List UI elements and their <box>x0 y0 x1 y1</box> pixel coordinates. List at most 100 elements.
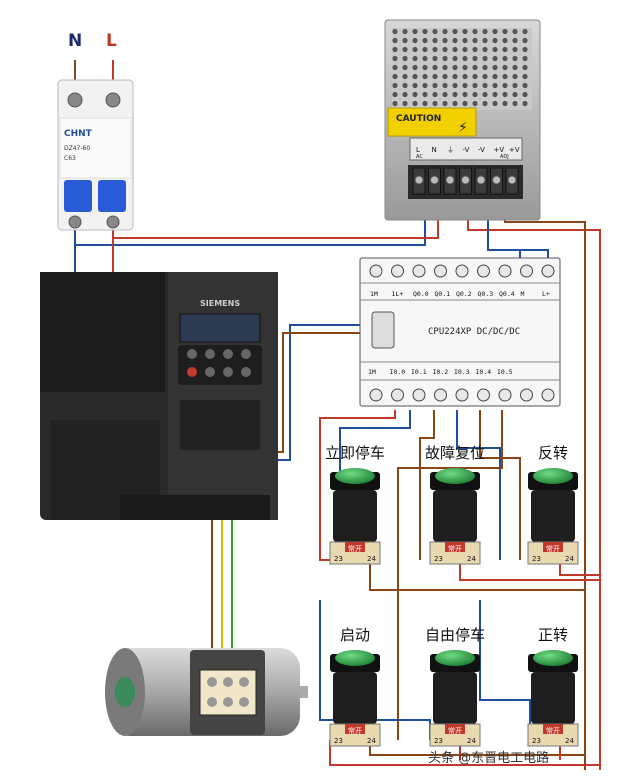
plc-screw-icon <box>434 264 447 278</box>
plc-top-terminal-label: Q0.1 <box>435 290 451 298</box>
terminal-23-label: 23 <box>532 737 541 745</box>
plc-screw-icon <box>455 388 469 402</box>
plc-bottom-terminal-label: I0.1 <box>411 368 427 376</box>
plc-screw-icon <box>455 264 469 278</box>
green-button-cap <box>435 650 475 666</box>
plc-screw-icon <box>541 264 555 278</box>
plc-bottom-terminal-label: I0.0 <box>390 368 406 376</box>
plc-top-terminal-label: Q0.0 <box>413 290 429 298</box>
plc-screw-icon <box>412 264 426 278</box>
psu-ac-label: AC <box>416 154 423 160</box>
contact-type-label: 常开 <box>348 544 362 553</box>
plc-top-terminal-label: 1L+ <box>392 290 404 298</box>
plc-top-terminal-label: L+ <box>542 290 550 298</box>
plc-screw-icon <box>369 388 383 402</box>
screw-icon <box>445 175 455 185</box>
green-button-cap <box>533 468 573 484</box>
line-label: L <box>106 31 117 51</box>
screw-icon <box>430 175 439 185</box>
psu-terminal-label: +V <box>494 146 505 154</box>
terminal-24-label: 24 <box>367 737 376 745</box>
plc-bottom-terminal-label: 1M <box>368 368 376 376</box>
contact-type-label: 常开 <box>546 544 560 553</box>
plc-screw-icon <box>391 388 404 402</box>
psu-adj-label: ADJ <box>500 154 509 160</box>
terminal-24-label: 24 <box>467 737 476 745</box>
plc-screw-icon <box>369 264 383 278</box>
screw-icon <box>476 175 486 185</box>
push-button-label: 启动 <box>340 626 370 644</box>
psu-terminal-label: N <box>432 146 437 154</box>
plc-screw-icon <box>498 388 512 402</box>
terminal-23-label: 23 <box>434 555 443 563</box>
plc-bottom-terminal-label: I0.4 <box>476 368 492 376</box>
green-button-cap <box>435 468 475 484</box>
watermark: 头条 @东晋电工电路 <box>428 750 549 766</box>
terminal-23-label: 23 <box>532 555 541 563</box>
plc-bottom-terminal-label: I0.5 <box>497 368 513 376</box>
plc-screw-icon <box>391 264 404 278</box>
terminal-23-label: 23 <box>434 737 443 745</box>
push-button-label: 故障复位 <box>425 444 485 462</box>
contact-type-label: 常开 <box>448 544 462 553</box>
plc-model: CPU224XP DC/DC/DC <box>428 327 520 337</box>
push-button-label: 反转 <box>538 444 568 462</box>
terminal-23-label: 23 <box>334 737 343 745</box>
push-button-label: 自由停车 <box>425 626 485 644</box>
push-button-label: 正转 <box>538 626 568 644</box>
plc-screw-icon <box>412 388 426 402</box>
plc-screw-icon <box>498 264 512 278</box>
screw-icon <box>461 175 470 185</box>
plc-top-terminal-label: Q0.2 <box>456 290 472 298</box>
screw-icon <box>414 175 424 185</box>
screw-icon <box>492 175 501 185</box>
contact-type-label: 常开 <box>448 726 462 735</box>
psu-terminal-label: ⏚ <box>447 146 454 154</box>
psu-terminal-label: L <box>416 146 420 154</box>
terminal-24-label: 24 <box>565 555 574 563</box>
plc-bottom-terminal-label: I0.2 <box>433 368 449 376</box>
plc-screw-icon <box>520 388 533 402</box>
vfd-brand: SIEMENS <box>200 299 240 308</box>
plc-module: 1M 1L+ Q0.0 Q0.1 Q0.2 Q0.3 Q0.4 M L+ 1M I0.0 I0.1 I… <box>359 257 561 407</box>
breaker-model: DZ47-60 <box>64 145 90 152</box>
plc-screw-icon <box>520 264 533 278</box>
terminal-24-label: 24 <box>565 737 574 745</box>
plc-bottom-terminal-label: I0.3 <box>454 368 470 376</box>
psu-terminal-label: -V <box>478 146 485 154</box>
contact-type-label: 常开 <box>348 726 362 735</box>
breaker-rating: C63 <box>64 155 76 162</box>
plc-top-terminal-label: 1M <box>370 290 378 298</box>
psu-terminal-label: +V <box>509 146 520 154</box>
plc-top-terminal-label: Q0.3 <box>478 290 494 298</box>
terminal-23-label: 23 <box>334 555 343 563</box>
warning-icon: ⚡ <box>458 120 468 136</box>
plc-screw-icon <box>541 388 555 402</box>
contact-type-label: 常开 <box>546 726 560 735</box>
green-button-cap <box>533 650 573 666</box>
green-button-cap <box>335 650 375 666</box>
plc-screw-icon <box>477 264 490 278</box>
circuit-breaker: CHNT DZ47-60 C63 <box>57 79 134 231</box>
plc-screw-icon <box>477 388 490 402</box>
breaker-brand: CHNT <box>64 129 93 139</box>
psu-terminal-label: -V <box>463 146 470 154</box>
power-supply-unit: CAUTION ⚡ L N ⏚ -V -V +V +V AC ADJ <box>384 19 541 221</box>
neutral-label: N <box>68 31 82 51</box>
screw-icon <box>507 175 517 185</box>
plc-screw-icon <box>434 388 447 402</box>
terminal-24-label: 24 <box>467 555 476 563</box>
motor <box>105 648 308 736</box>
plc-top-terminal-label: Q0.4 <box>499 290 515 298</box>
frequency-inverter: SIEMENS <box>40 272 278 520</box>
caution-label: CAUTION <box>396 114 441 124</box>
plc-top-terminal-label: M <box>521 290 525 298</box>
